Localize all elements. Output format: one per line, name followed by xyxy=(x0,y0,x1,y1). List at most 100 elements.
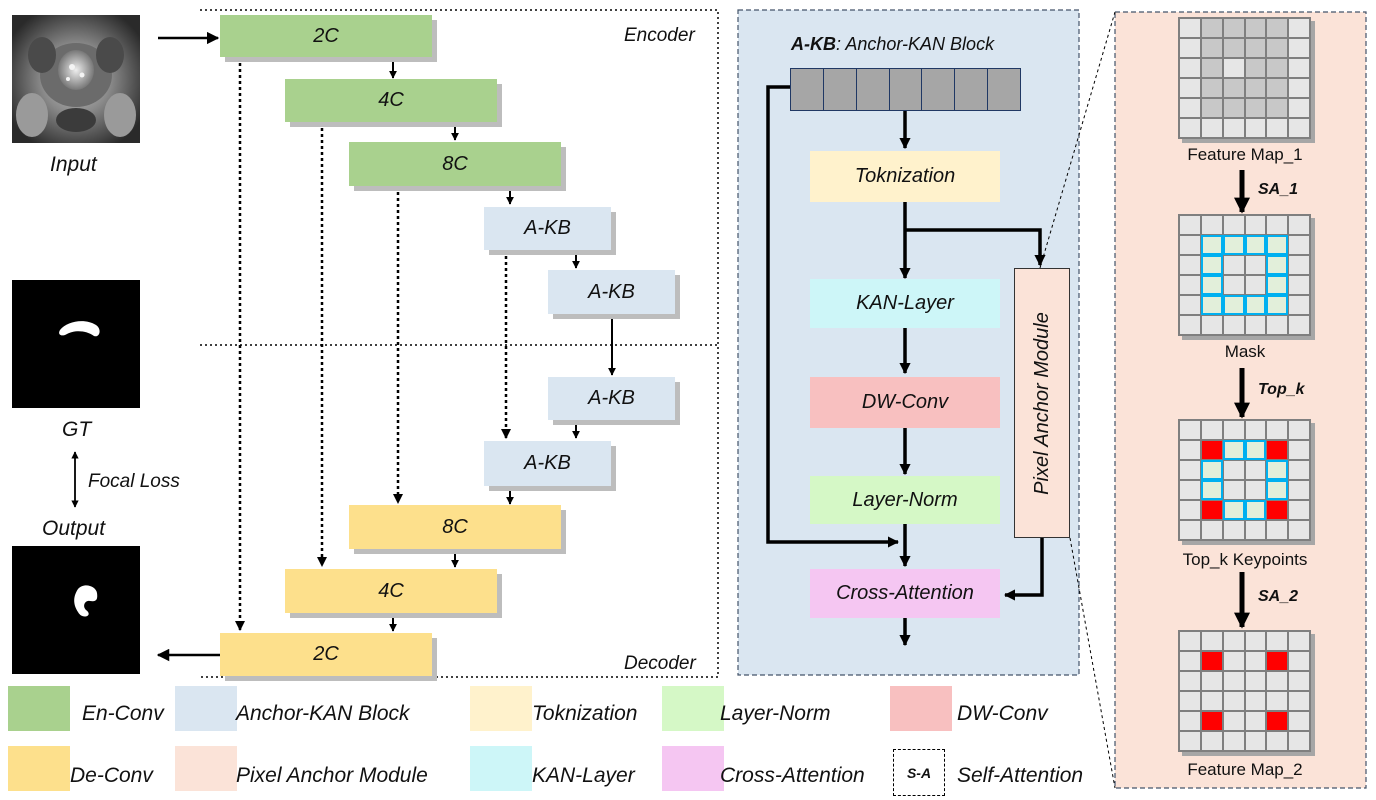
encoder-block: 4C xyxy=(285,79,497,122)
grid-cell xyxy=(1267,521,1288,539)
focal-loss-label: Focal Loss xyxy=(88,471,180,492)
grid-cell xyxy=(1200,460,1223,480)
grid-cell xyxy=(1222,235,1245,255)
anchor-kan-block: A-KB xyxy=(484,441,611,486)
grid-cell xyxy=(1200,295,1223,315)
grid-cell xyxy=(1180,59,1200,77)
cross-attention-block: Cross-Attention xyxy=(810,569,1000,618)
token-sequence xyxy=(790,68,1022,111)
grid-cell xyxy=(1180,79,1200,97)
legend-label-de-conv: De-Conv xyxy=(70,764,153,787)
encoder-label: Encoder xyxy=(624,25,695,46)
grid-cell xyxy=(1245,316,1266,334)
legend-label-pixel-anchor: Pixel Anchor Module xyxy=(236,764,428,787)
grid-cell xyxy=(1289,296,1309,314)
grid-cell xyxy=(1245,712,1266,730)
grid-cell xyxy=(1180,39,1200,57)
legend-swatch-en-conv xyxy=(8,686,70,731)
anchor-kan-block: A-KB xyxy=(548,377,675,420)
grid-cell xyxy=(1201,632,1222,650)
grid-cell xyxy=(1201,501,1222,519)
grid-cell xyxy=(1223,712,1244,730)
grid-cell xyxy=(1244,235,1267,255)
token-cell xyxy=(922,68,956,111)
grid-cell xyxy=(1201,652,1222,670)
sa1-label: SA_1 xyxy=(1258,181,1299,198)
grid-cell xyxy=(1245,521,1266,539)
anchor-kan-block: A-KB xyxy=(484,207,611,250)
topk-keypoints-label: Top_k Keypoints xyxy=(1182,550,1308,569)
grid-cell xyxy=(1200,235,1223,255)
branch-arrow xyxy=(905,228,1046,267)
legend-label-cross-attention: Cross-Attention xyxy=(720,764,865,787)
legend-swatch-pixel-anchor xyxy=(175,746,237,791)
residual-arrow xyxy=(766,85,900,548)
decoder-block: 8C xyxy=(349,505,561,549)
ground-truth-mask-image xyxy=(12,280,140,408)
grid-cell xyxy=(1245,421,1266,439)
decoder-block: 4C xyxy=(285,569,497,613)
grid-cell xyxy=(1245,79,1266,97)
legend-swatch-kan-layer xyxy=(470,746,532,791)
grid-cell xyxy=(1244,500,1267,520)
grid-cell xyxy=(1245,99,1266,117)
grid-cell xyxy=(1223,276,1244,294)
grid-cell xyxy=(1223,39,1244,57)
grid-cell xyxy=(1180,501,1200,519)
grid-cell xyxy=(1201,732,1222,750)
grid-cell xyxy=(1201,119,1222,137)
grid-cell xyxy=(1180,632,1200,650)
grid-cell xyxy=(1267,316,1288,334)
legend-label-anchor-kan: Anchor-KAN Block xyxy=(236,702,410,725)
topk-keypoints-grid xyxy=(1178,419,1311,541)
grid-cell xyxy=(1245,39,1266,57)
token-cell xyxy=(988,68,1022,111)
grid-cell xyxy=(1223,19,1244,37)
grid-cell xyxy=(1245,256,1266,274)
zoom-line xyxy=(1069,537,1116,789)
legend-swatch-dw-conv xyxy=(890,686,952,731)
grid-cell xyxy=(1223,521,1244,539)
grid-cell xyxy=(1180,276,1200,294)
grid-cell xyxy=(1201,59,1222,77)
grid-cell xyxy=(1180,712,1200,730)
grid-cell xyxy=(1245,461,1266,479)
grid-cell xyxy=(1180,481,1200,499)
grid-cell xyxy=(1223,692,1244,710)
grid-cell xyxy=(1267,119,1288,137)
grid-cell xyxy=(1223,632,1244,650)
grid-cell xyxy=(1289,421,1309,439)
grid-cell xyxy=(1289,119,1309,137)
grid-cell xyxy=(1180,672,1200,690)
grid-cell xyxy=(1245,216,1266,234)
grid-cell xyxy=(1267,19,1288,37)
topk-label: Top_k xyxy=(1258,381,1305,398)
grid-cell xyxy=(1180,441,1200,459)
encoder-block: 2C xyxy=(220,15,432,57)
layer-norm-block: Layer-Norm xyxy=(810,476,1000,524)
grid-cell xyxy=(1201,441,1222,459)
grid-cell xyxy=(1266,480,1289,500)
grid-cell xyxy=(1200,275,1223,295)
grid-cell xyxy=(1200,480,1223,500)
grid-cell xyxy=(1289,216,1309,234)
grid-cell xyxy=(1201,216,1222,234)
grid-cell xyxy=(1201,19,1222,37)
grid-cell xyxy=(1245,119,1266,137)
grid-cell xyxy=(1245,732,1266,750)
akb-title-text: : Anchor-KAN Block xyxy=(836,34,995,54)
unet-frame xyxy=(200,9,719,678)
grid-cell xyxy=(1201,39,1222,57)
grid-cell xyxy=(1289,59,1309,77)
output-label: Output xyxy=(42,517,106,540)
grid-cell xyxy=(1180,216,1200,234)
pixel-anchor-module-block: Pixel Anchor Module xyxy=(1014,268,1070,538)
legend-swatch-de-conv xyxy=(8,746,70,791)
grid-cell xyxy=(1223,461,1244,479)
grid-cell xyxy=(1222,295,1245,315)
grid-cell xyxy=(1289,236,1309,254)
grid-cell xyxy=(1289,501,1309,519)
sa2-label: SA_2 xyxy=(1258,588,1299,605)
